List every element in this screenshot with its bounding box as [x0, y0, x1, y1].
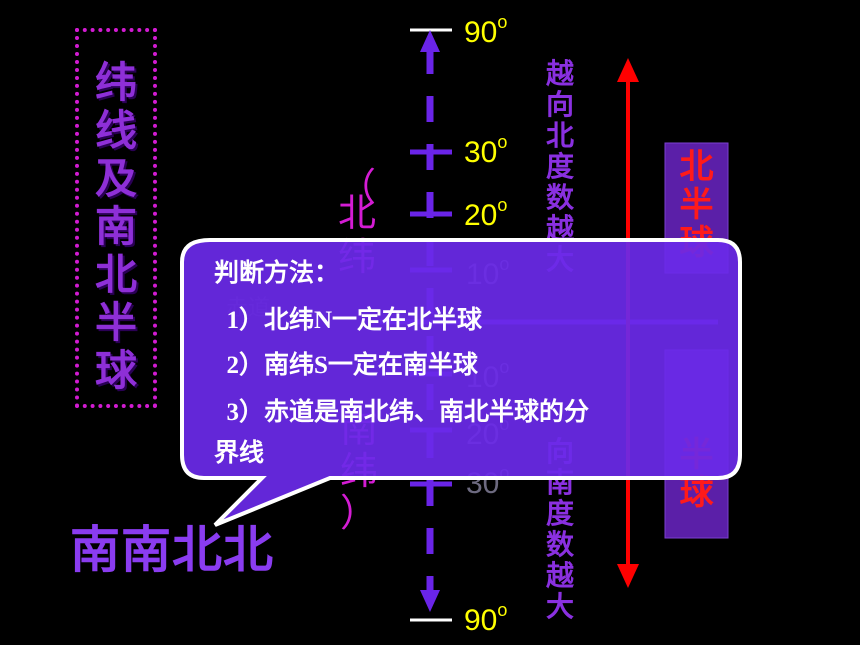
bottom-label: 南南北北	[70, 521, 274, 579]
callout-shape	[180, 238, 742, 527]
tick-label-90-south: 90o	[464, 600, 508, 637]
callout-heading: 判断方法：	[214, 260, 340, 287]
tick-label-20-north: 20o	[464, 195, 508, 232]
tick-label-30-north: 30o	[464, 132, 508, 169]
title-frame	[75, 28, 157, 408]
hemisphere-arrow-down	[617, 564, 639, 588]
title-char: 线	[94, 106, 137, 155]
axis-arrow-down	[420, 590, 440, 612]
callout-line-1: 1）北纬N一定在北半球	[214, 307, 483, 334]
tick-label-90-north: 90o	[464, 12, 508, 49]
hemisphere-arrow-up	[617, 58, 639, 82]
title-vertical: 纬 线 及 南 北 半 球	[75, 62, 157, 398]
callout-line-4: 界线	[214, 440, 265, 467]
title-char: 北	[94, 250, 137, 299]
callout-line-2: 2）南纬S一定在南半球	[214, 352, 478, 379]
title-char: 纬	[94, 58, 137, 107]
title-char: 球	[94, 346, 137, 395]
callout-text: 判断方法： 1）北纬N一定在北半球 2）南纬S一定在南半球 3）赤道是南北纬、南…	[214, 250, 729, 477]
axis-arrow-up	[420, 30, 440, 52]
title-char: 半	[94, 298, 137, 347]
callout-line-3: 3）赤道是南北纬、南北半球的分	[214, 399, 590, 426]
title-char: 南	[94, 202, 137, 251]
title-char: 及	[94, 154, 137, 203]
